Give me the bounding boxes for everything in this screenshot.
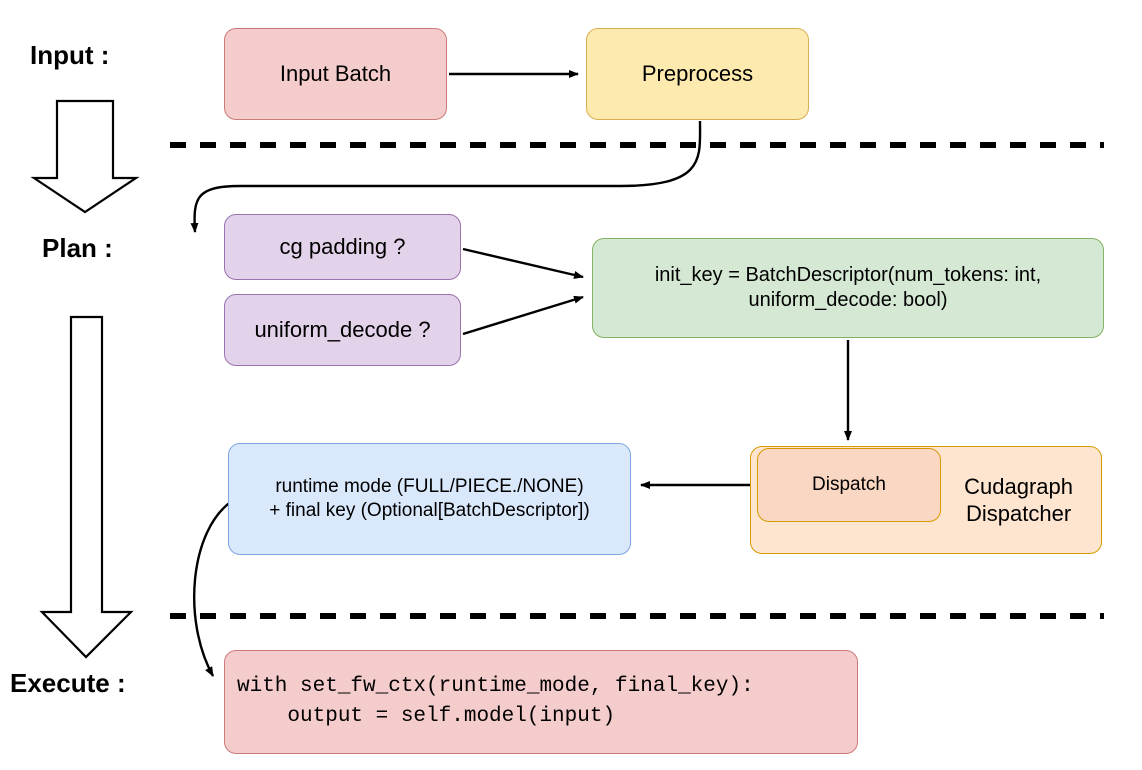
node-runtime-mode-line1: runtime mode (FULL/PIECE./NONE) <box>275 476 584 498</box>
node-cudagraph-dispatcher-line1: Cudagraph <box>964 473 1073 499</box>
edge-uniform-decode-to-init-key <box>462 295 584 336</box>
code-block-text: with set_fw_ctx(runtime_mode, final_key)… <box>225 672 754 733</box>
node-runtime-mode[interactable]: runtime mode (FULL/PIECE./NONE) + final … <box>228 443 631 555</box>
node-cg-padding[interactable]: cg padding ? <box>224 214 461 280</box>
input-stage-arrow <box>30 99 140 214</box>
node-runtime-mode-line2: + final key (Optional[BatchDescriptor]) <box>269 500 590 521</box>
stage-label-execute: Execute : <box>10 668 126 698</box>
node-init-key[interactable]: init_key = BatchDescriptor(num_tokens: i… <box>592 238 1104 338</box>
node-code-block[interactable]: with set_fw_ctx(runtime_mode, final_key)… <box>224 650 858 754</box>
plan-stage-arrow <box>39 315 134 659</box>
node-input-batch[interactable]: Input Batch <box>224 28 447 120</box>
code-block-line1: with set_fw_ctx(runtime_mode, final_key)… <box>237 674 754 698</box>
edge-runtime-mode-to-code <box>193 500 233 677</box>
node-dispatch[interactable]: Dispatch <box>757 448 941 522</box>
code-block-line2: output = self.model(input) <box>237 705 616 728</box>
edge-cg-padding-to-init-key <box>462 247 584 279</box>
node-uniform-decode[interactable]: uniform_decode ? <box>224 294 461 366</box>
node-init-key-line2: uniform_decode: bool) <box>748 289 948 311</box>
stage-label-plan: Plan : <box>42 233 113 263</box>
node-preprocess[interactable]: Preprocess <box>586 28 809 120</box>
node-init-key-line1: init_key = BatchDescriptor(num_tokens: i… <box>654 264 1042 286</box>
node-cudagraph-dispatcher-line2: Dispatcher <box>965 501 1072 526</box>
stage-label-input: Input : <box>30 40 110 70</box>
